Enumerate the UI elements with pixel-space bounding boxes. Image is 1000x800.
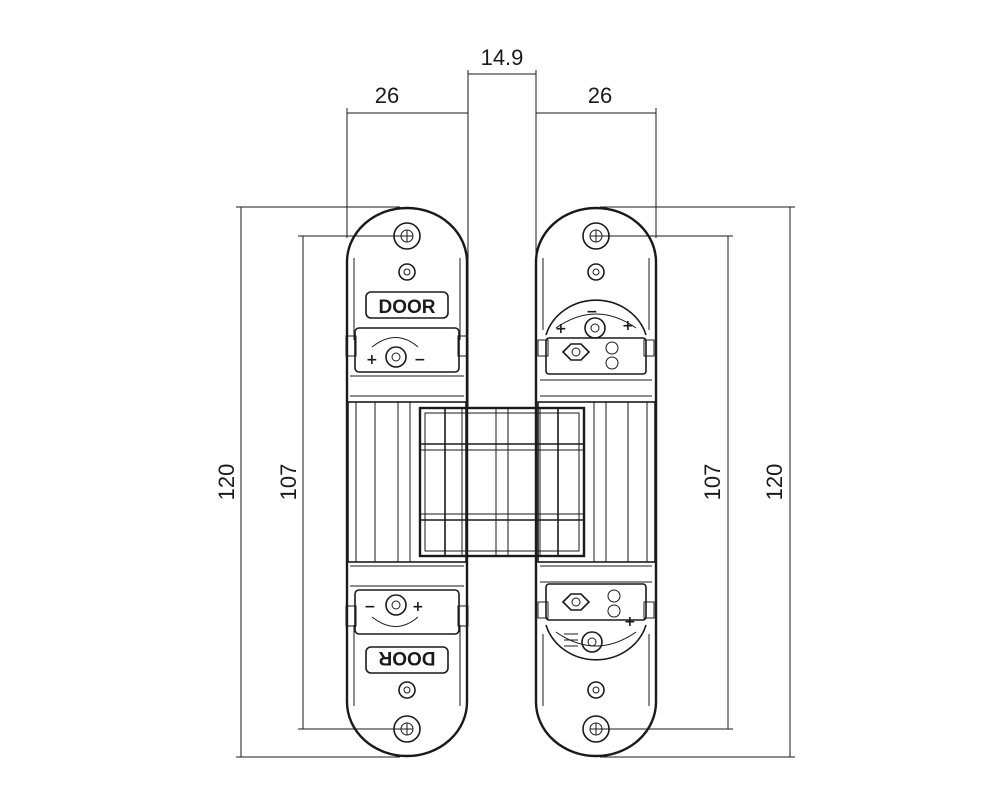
right-hinge-leaf: + − + + [534, 206, 658, 758]
screw-hole-top [582, 222, 610, 250]
door-label-bottom: DOOR [365, 646, 449, 674]
screw-hole-bottom [393, 715, 421, 743]
adjustment-mechanism-bottom: + [537, 565, 655, 661]
left-hinge-leaf: DOOR DOOR + − − + [345, 206, 469, 758]
door-label-top-text: DOOR [379, 297, 436, 318]
screw-hole-bottom [582, 715, 610, 743]
dim-gap-width: 14.9 [481, 45, 524, 70]
left-body-block [347, 401, 467, 563]
dim-hole-spacing-right: 107 [700, 464, 725, 501]
screw-hole-top [393, 222, 421, 250]
pin-hole-top [398, 263, 416, 281]
adjust-minus-icon: − [586, 304, 598, 320]
adjustment-cartridge-top: + − [345, 327, 469, 397]
dim-leaf-width-right: 26 [588, 83, 612, 108]
door-label-top: DOOR [365, 291, 449, 319]
adjustment-cartridge-bottom: − + [345, 565, 469, 635]
pin-hole-bottom [587, 681, 605, 699]
adjust-minus-icon: − [414, 352, 426, 368]
dim-overall-height-right: 120 [762, 464, 787, 501]
dimension-labels: 26 14.9 26 120 107 107 120 [214, 45, 787, 500]
dimension-lines [236, 70, 795, 758]
adjust-plus-icon: + [555, 321, 567, 337]
pin-hole-top [587, 263, 605, 281]
adjust-plus-icon: + [624, 614, 636, 630]
right-body-block [537, 401, 656, 563]
adjust-plus-icon: + [412, 599, 424, 615]
adjust-plus-icon: + [622, 318, 634, 334]
door-label-bottom-text: DOOR [378, 647, 435, 668]
hinge-arm-mechanism [418, 406, 586, 558]
dim-hole-spacing-left: 107 [276, 464, 301, 501]
dim-leaf-width-left: 26 [375, 83, 399, 108]
adjust-minus-icon: − [364, 599, 376, 615]
dim-overall-height-left: 120 [214, 464, 239, 501]
pin-hole-bottom [398, 681, 416, 699]
adjust-plus-icon: + [366, 352, 378, 368]
adjustment-mechanism-top: + − + [537, 299, 655, 397]
